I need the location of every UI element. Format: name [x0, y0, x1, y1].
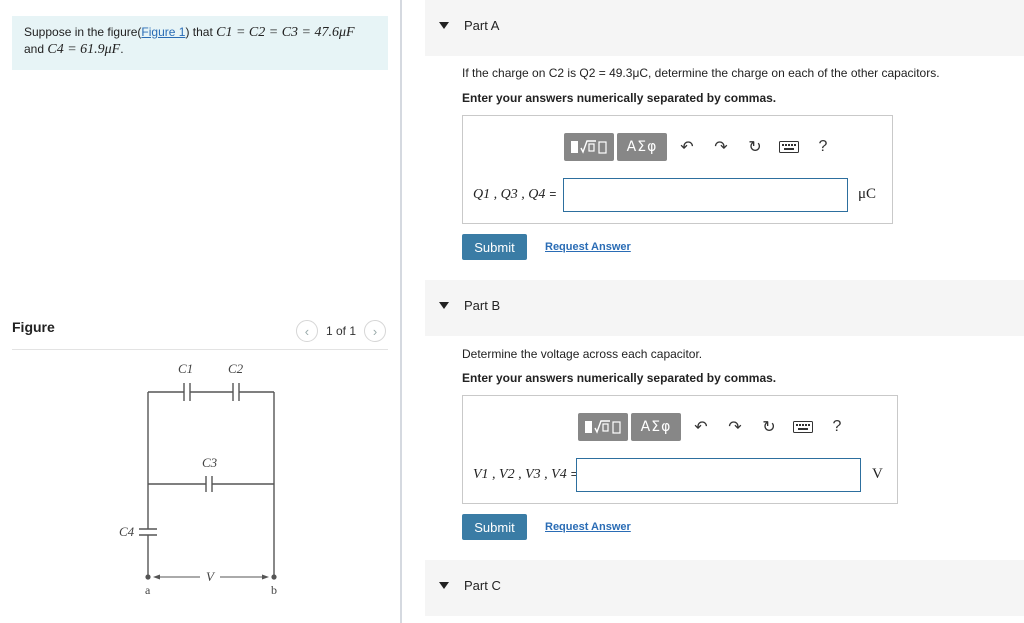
part-a-unit: μC — [858, 186, 877, 202]
chevron-right-icon[interactable]: › — [364, 320, 386, 342]
label-b: b — [271, 583, 277, 596]
circuit-diagram: C1 C2 C3 C4 V a b — [119, 361, 277, 596]
part-a-title: Part A — [464, 18, 500, 33]
given-capacitance-2: C4 = 61.9μF — [47, 42, 121, 57]
undo-icon[interactable]: ↶ — [694, 419, 708, 436]
arrowhead-left — [153, 574, 160, 580]
part-b-request-answer-link[interactable]: Request Answer — [545, 521, 631, 533]
label-c4: C4 — [119, 524, 135, 539]
part-a-variables: Q1 , Q3 , Q4 — [473, 187, 546, 202]
problem-text-mid: ) that — [185, 25, 217, 39]
part-a-header[interactable]: Part A — [425, 0, 1024, 56]
part-b-question: Determine the voltage across each capaci… — [462, 347, 703, 361]
part-b-answer-label: V1 , V2 , V3 , V4= — [473, 467, 578, 483]
part-a-instruction: Enter your answers numerically separated… — [462, 91, 777, 105]
given-capacitance-1: C1 = C2 = C3 = 47.6μF — [216, 25, 355, 40]
part-a-submit-button[interactable]: Submit — [462, 234, 527, 260]
panel-divider — [400, 0, 402, 623]
label-v: V — [206, 569, 216, 584]
keyboard-icon[interactable] — [772, 133, 806, 161]
part-b-instruction: Enter your answers numerically separated… — [462, 371, 777, 385]
undo-icon[interactable]: ↶ — [680, 139, 694, 156]
label-c2: C2 — [228, 361, 244, 376]
redo-icon[interactable]: ↷ — [714, 139, 728, 156]
part-b-toolbar: ΑΣφ ↶ ↷ ↻ ? — [578, 413, 854, 441]
terminal-a — [145, 574, 151, 580]
arrowhead-right — [262, 574, 269, 580]
part-a-question: If the charge on C2 is Q2 = 49.3μC, dete… — [462, 66, 940, 80]
part-a-answer-box: ΑΣφ ↶ ↷ ↻ ? Q1 , Q3 , Q4= μC — [462, 115, 893, 224]
part-a-toolbar: ΑΣφ ↶ ↷ ↻ ? — [564, 133, 840, 161]
label-a: a — [145, 583, 151, 596]
part-b-equals: = — [570, 467, 578, 481]
part-b-header[interactable]: Part B — [425, 280, 1024, 336]
figure-header: Figure ‹ 1 of 1 › — [12, 316, 388, 350]
templates-icon[interactable] — [564, 133, 614, 161]
collapse-triangle-icon[interactable] — [439, 302, 449, 309]
part-a-request-answer-link[interactable]: Request Answer — [545, 241, 631, 253]
part-b-submit-button[interactable]: Submit — [462, 514, 527, 540]
redo-icon[interactable]: ↷ — [728, 419, 742, 436]
part-b-answer-box: ΑΣφ ↶ ↷ ↻ ? V1 , V2 , V3 , V4= V — [462, 395, 898, 504]
help-button[interactable]: ? — [818, 138, 828, 155]
part-a-answer-input[interactable] — [563, 178, 848, 212]
reset-icon[interactable]: ↻ — [762, 419, 776, 436]
pager-count: 1 of 1 — [325, 324, 356, 338]
help-button[interactable]: ? — [832, 418, 842, 435]
symbols-button[interactable]: ΑΣφ — [617, 133, 667, 161]
problem-text-suffix: . — [120, 42, 124, 56]
label-c1: C1 — [178, 361, 193, 376]
templates-icon[interactable] — [578, 413, 628, 441]
figure-title: Figure — [12, 319, 55, 335]
chevron-left-icon[interactable]: ‹ — [295, 320, 318, 342]
keyboard-icon[interactable] — [786, 413, 820, 441]
part-c-title: Part C — [464, 578, 501, 593]
left-panel: Suppose in the figure(Figure 1) that C1 … — [0, 0, 400, 623]
figure-link[interactable]: Figure 1 — [141, 25, 186, 39]
part-b-title: Part B — [464, 298, 501, 313]
collapse-triangle-icon[interactable] — [439, 582, 449, 589]
part-b-variables: V1 , V2 , V3 , V4 — [473, 467, 567, 482]
symbols-button[interactable]: ΑΣφ — [631, 413, 681, 441]
part-a-answer-label: Q1 , Q3 , Q4= — [473, 187, 556, 203]
terminal-b — [271, 574, 277, 580]
reset-icon[interactable]: ↻ — [748, 139, 762, 156]
part-b-unit: V — [872, 466, 883, 482]
label-c3: C3 — [202, 455, 218, 470]
problem-statement: Suppose in the figure(Figure 1) that C1 … — [12, 16, 388, 70]
problem-text-prefix: Suppose in the figure( — [24, 25, 142, 39]
part-c-header[interactable]: Part C — [425, 560, 1024, 616]
figure-pager: ‹ 1 of 1 › — [295, 320, 386, 342]
part-a-equals: = — [549, 187, 557, 201]
collapse-triangle-icon[interactable] — [439, 22, 449, 29]
part-b-answer-input[interactable] — [576, 458, 861, 492]
problem-text-prefix-2: and — [24, 42, 48, 56]
